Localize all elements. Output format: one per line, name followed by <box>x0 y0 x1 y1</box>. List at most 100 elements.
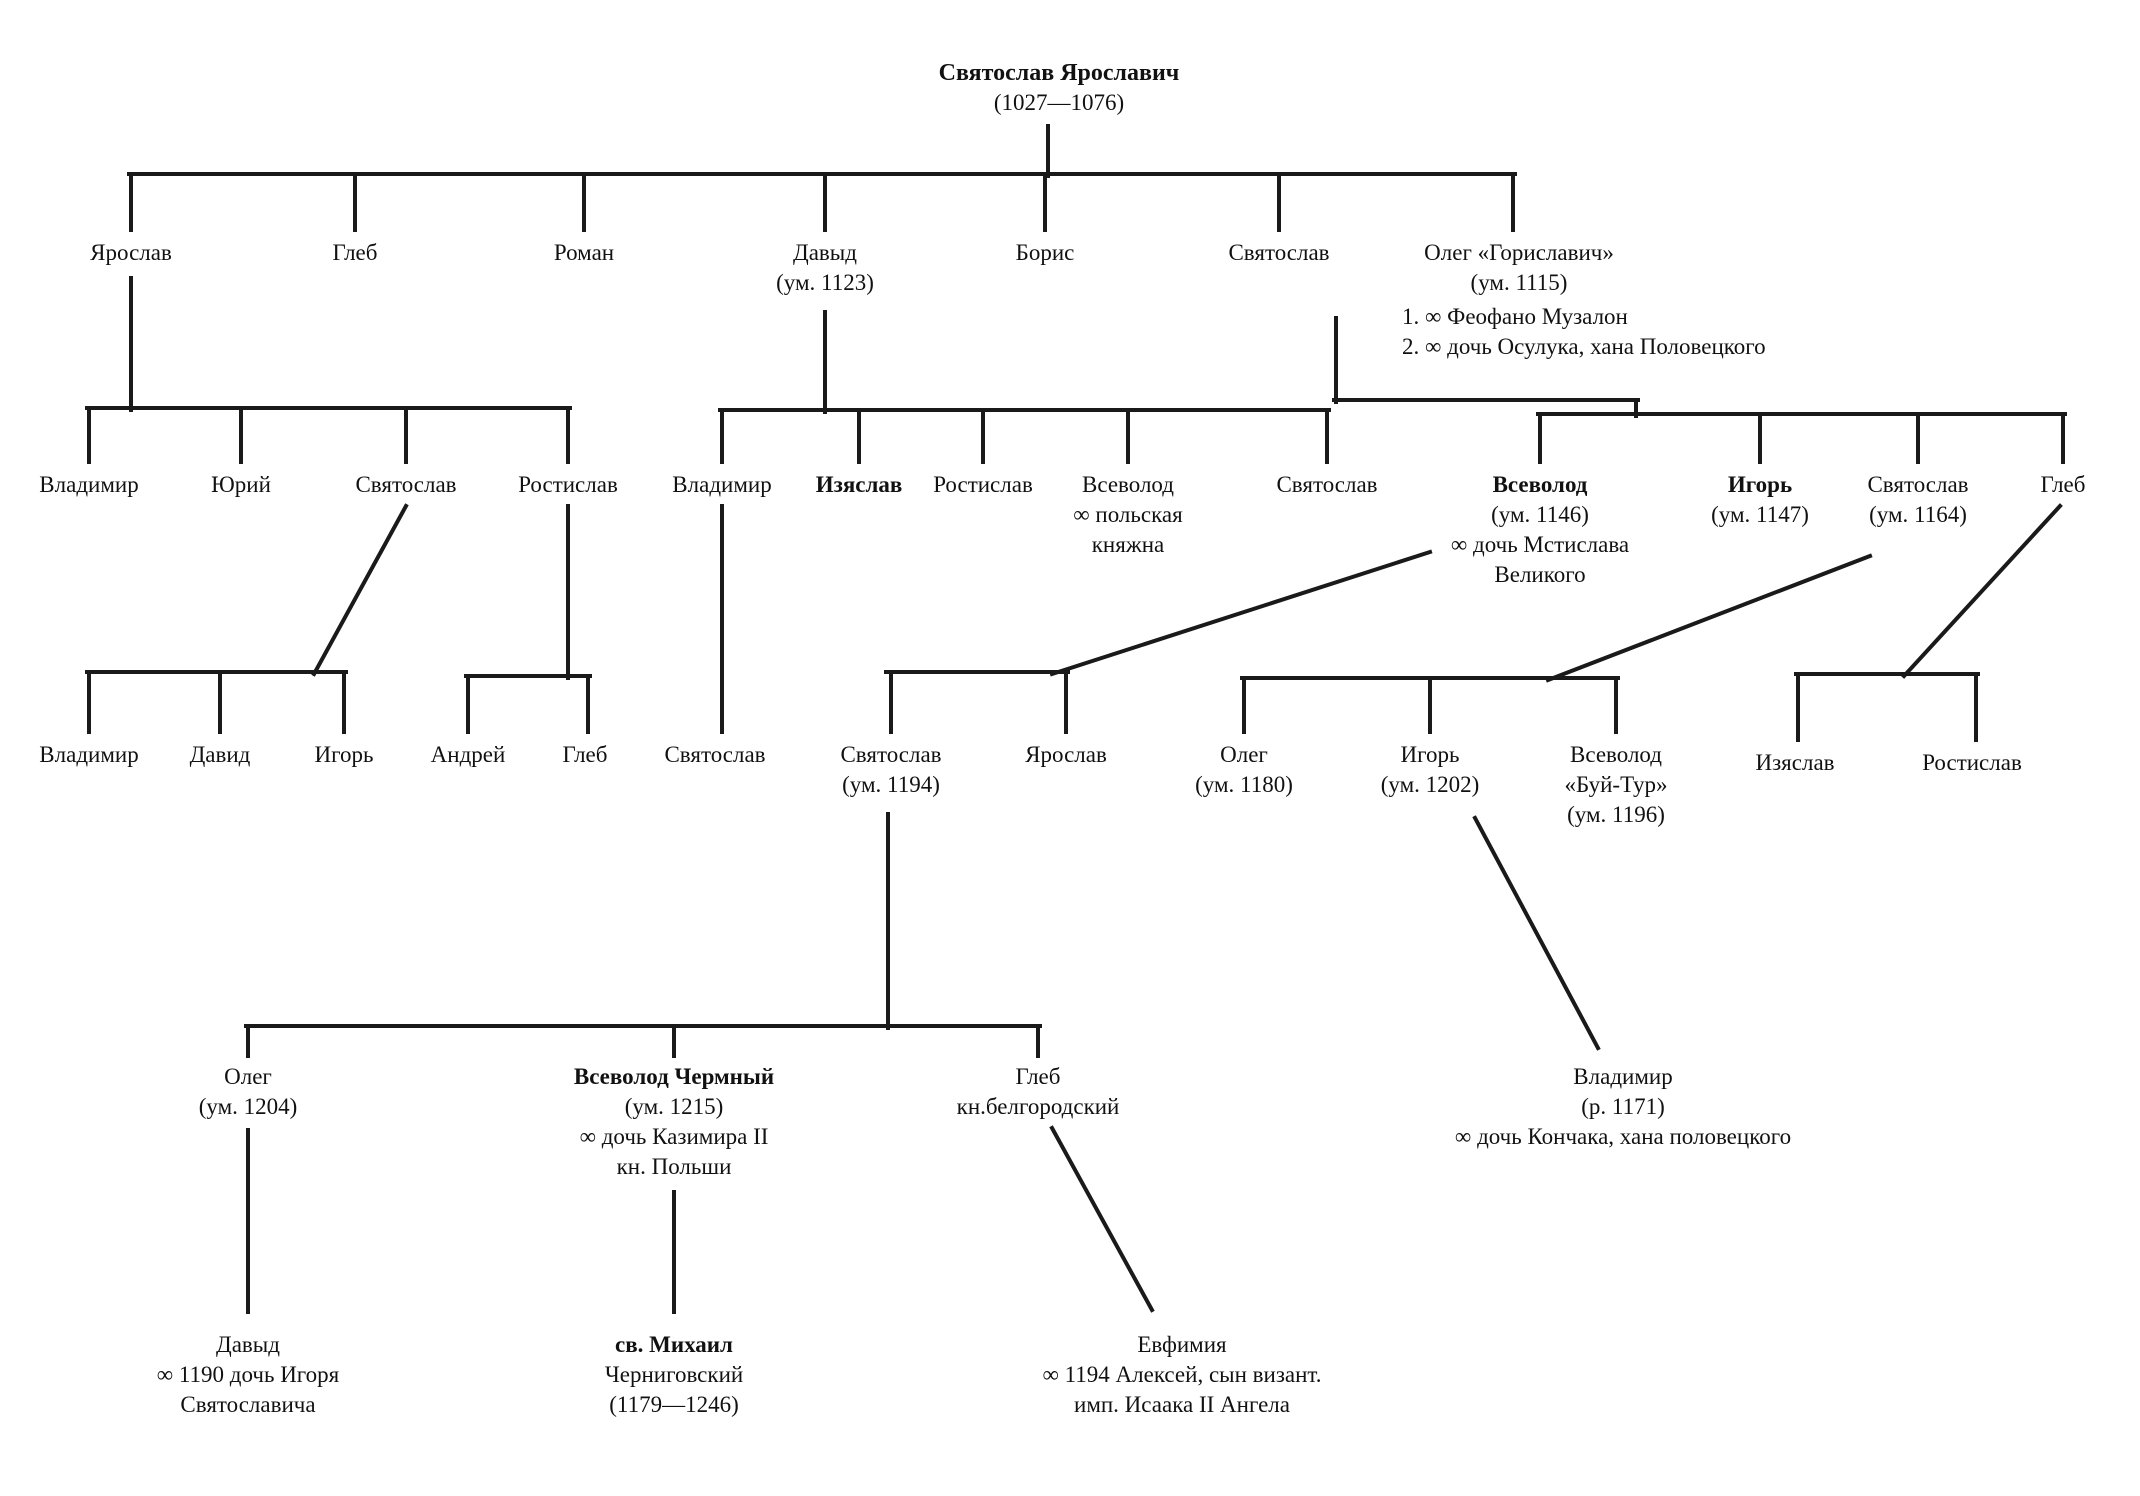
node-text-line: Роман <box>553 240 615 265</box>
node-text-line: Игорь <box>314 742 374 767</box>
tree-node-yaroslav-vsevolodovich: Ярослав <box>1025 740 1107 770</box>
connector-line <box>311 503 409 677</box>
node-text-line: Олег <box>224 1064 272 1089</box>
tree-node-evfimiya: Евфимия ∞ 1194 Алексей, сын визант. имп. И… <box>1042 1330 1321 1420</box>
node-text-line: Ростислав <box>518 472 618 497</box>
node-text-line: ∞ дочь Казимира II <box>579 1124 769 1149</box>
node-text-line: 2. ∞ дочь Осулука, хана Половецкого <box>1402 334 1766 359</box>
tree-node-igor-olgovich: Игорь (ум. 1147) <box>1711 470 1809 530</box>
node-text-line: имп. Исаака II Ангела <box>1074 1392 1290 1417</box>
node-text-line: ∞ 1190 дочь Игоря <box>156 1362 340 1387</box>
tree-node-vladimir-1171: Владимир(р. 1171)∞ дочь Кончака, хана по… <box>1455 1062 1791 1152</box>
tree-node-oleg-1204: Олег (ум. 1204) <box>199 1062 298 1122</box>
node-text-line: (ум. 1194) <box>842 772 940 797</box>
node-text-line: Изяслав <box>1755 750 1835 775</box>
node-text-line: Давыд <box>793 240 857 265</box>
tree-node-igor-svyatoslavich: Игорь <box>315 740 374 770</box>
tree-node-david-svyatoslavich: Давид <box>190 740 251 770</box>
node-text-line: Владимир <box>39 472 139 497</box>
tree-node-gleb-svyatoslavich: Глеб <box>333 238 378 268</box>
tree-node-svyatoslav-yaroslavich2: Святослав <box>355 470 456 500</box>
node-text-line: ∞ 1194 Алексей, сын визант. <box>1042 1362 1322 1387</box>
node-text-line: Владимир <box>1573 1064 1673 1089</box>
tree-node-boris: Борис <box>1016 238 1075 268</box>
node-text-line: (ум. 1180) <box>1195 772 1293 797</box>
node-text-line: Святослав <box>840 742 942 767</box>
node-text-line: Всеволод <box>1492 472 1588 497</box>
node-text-line: Глеб <box>332 240 378 265</box>
node-text-line: Давид <box>189 742 251 767</box>
node-text-line: св. Михаил <box>615 1332 733 1357</box>
tree-node-svyatoslav-olgovich: Святослав (ум. 1164) <box>1867 470 1968 530</box>
node-text-line: Черниговский <box>604 1362 744 1387</box>
node-text-line: Андрей <box>430 742 506 767</box>
node-text-line: (ум. 1196) <box>1567 802 1665 827</box>
node-text-line: Ростислав <box>1922 750 2022 775</box>
node-text-line: (ум. 1204) <box>198 1094 298 1119</box>
node-text-line: Ярослав <box>1025 742 1107 767</box>
node-text-line: ∞ дочь Кончака, хана половецкого <box>1454 1124 1792 1149</box>
node-text-line: (ум. 1164) <box>1869 502 1967 527</box>
node-text-line: Ростислав <box>933 472 1033 497</box>
node-text-line: ∞ дочь Мстислава <box>1450 532 1630 557</box>
tree-node-davyd: Давыд (ум. 1123) <box>776 238 874 298</box>
tree-node-rostislav-yaroslavich: Ростислав <box>518 470 618 500</box>
node-text-line: Олег <box>1220 742 1268 767</box>
tree-node-yuriy: Юрий <box>211 470 271 500</box>
node-text-line: (ум. 1146) <box>1491 502 1589 527</box>
connector-line <box>1901 503 2063 679</box>
node-text-line: Всеволод <box>1082 472 1174 497</box>
tree-node-oleg-gorislavich: Олег «Гориславич» (ум. 1115) <box>1424 238 1614 298</box>
node-text-line: Олег «Гориславич» <box>1424 240 1614 265</box>
tree-node-rostislav-glebovich: Ростислав <box>1922 748 2022 778</box>
node-text-line: Юрий <box>211 472 271 497</box>
connector-line <box>1545 553 1873 683</box>
node-text-line: (ум. 1215) <box>624 1094 724 1119</box>
tree-node-svyatoslav-davydovich: Святослав <box>1276 470 1377 500</box>
node-text-line: (1027—1076) <box>993 90 1125 115</box>
node-text-line: Всеволод <box>1570 742 1662 767</box>
connector-line <box>1472 815 1601 1051</box>
tree-node-rostislav-davydovich: Ростислав <box>933 470 1033 500</box>
node-text-line: Игорь <box>1727 472 1793 497</box>
tree-node-oleg-marriages: 1. ∞ Феофано Музалон 2. ∞ дочь Осулука, х… <box>1402 302 1766 362</box>
node-text-line: Евфимия <box>1137 1332 1227 1357</box>
node-text-line: ∞ польская <box>1073 502 1183 527</box>
tree-node-vsevolod-davydovich: Всеволод ∞ польская княжна <box>1073 470 1182 560</box>
tree-node-igor-1202: Игорь (ум. 1202) <box>1381 740 1480 800</box>
node-text-line: Святослав <box>1867 472 1969 497</box>
tree-node-vsevolod-buy-tur: Всеволод «Буй-Тур» (ум. 1196) <box>1564 740 1667 830</box>
node-text-line: Владимир <box>39 742 139 767</box>
tree-node-vsevolod-chermny: Всеволод Чермный(ум. 1215)∞ дочь Казимир… <box>574 1062 774 1182</box>
node-text-line: Глеб <box>1015 1064 1061 1089</box>
node-text-line: (ум. 1115) <box>1470 270 1568 295</box>
node-text-line: (ум. 1123) <box>776 270 874 295</box>
connector-line <box>1049 549 1433 677</box>
node-text-line: Глеб <box>562 742 608 767</box>
node-text-line: Святослав <box>1228 240 1330 265</box>
node-text-line: Изяслав <box>815 472 903 497</box>
node-text-line: «Буй-Тур» <box>1564 772 1668 797</box>
node-text-line: (ум. 1147) <box>1711 502 1809 527</box>
node-text-line: 1. ∞ Феофано Музалон <box>1402 304 1628 329</box>
node-text-line: Глеб <box>2040 472 2086 497</box>
node-text-line: (ум. 1202) <box>1380 772 1480 797</box>
node-text-line: кн. Польши <box>616 1154 732 1179</box>
node-text-line: княжна <box>1091 532 1165 557</box>
tree-node-gleb-olgovich: Глеб <box>2041 470 2086 500</box>
tree-node-vladimir-davydovich: Владимир <box>672 470 771 500</box>
tree-node-andrey-rostislavich: Андрей <box>431 740 506 770</box>
tree-node-vladimir-yaroslavich: Владимир <box>39 470 138 500</box>
tree-node-yaroslav: Ярослав <box>90 238 172 268</box>
tree-node-roman: Роман <box>554 238 614 268</box>
tree-node-svyatoslav-vladimirovich: Святослав <box>664 740 765 770</box>
node-text-line: Святослав <box>355 472 457 497</box>
node-text-line: Святославича <box>180 1392 316 1417</box>
node-text-line: Святослав <box>1276 472 1378 497</box>
node-text-line: Игорь <box>1400 742 1460 767</box>
tree-node-oleg-1180: Олег (ум. 1180) <box>1195 740 1293 800</box>
